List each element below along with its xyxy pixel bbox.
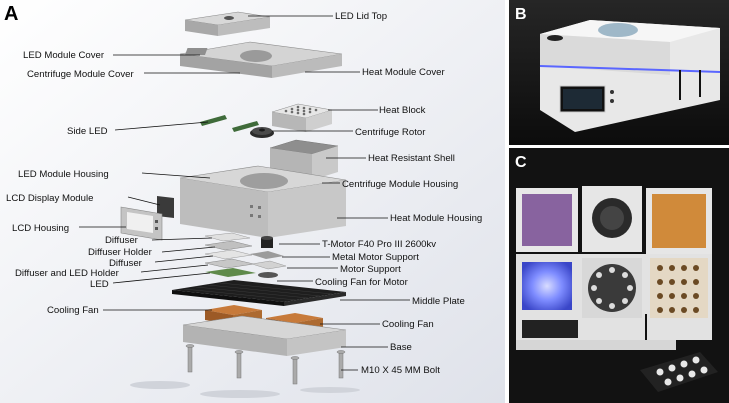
label-heat-resistant-shell: Heat Resistant Shell: [368, 153, 455, 164]
centrifuge-rotor-part: [250, 127, 274, 138]
leader-lines: [79, 15, 410, 371]
label-led-module-housing: LED Module Housing: [18, 169, 109, 180]
side-led-part: [200, 115, 259, 132]
panel-c-photo: C: [509, 148, 729, 403]
led-lid-top-part: [184, 11, 271, 36]
label-m10-bolt: M10 X 45 MM Bolt: [361, 365, 440, 376]
label-centrifuge-module-housing: Centrifuge Module Housing: [342, 179, 458, 190]
heat-block-part: [271, 103, 333, 132]
label-diffuser-led-holder: Diffuser and LED Holder: [15, 268, 120, 279]
panel-c-letter: C: [515, 154, 527, 171]
base-part: [182, 315, 347, 356]
module-housing-part: [179, 165, 347, 238]
part-labels: LED Lid Top LED Module Cover Centrifuge …: [6, 11, 482, 376]
motor-part: [250, 236, 287, 278]
label-led-lid-top: LED Lid Top: [335, 11, 387, 22]
label-cooling-fan-left: Cooling Fan: [47, 305, 99, 316]
label-cooling-fan-right: Cooling Fan: [382, 319, 434, 330]
label-base: Base: [390, 342, 412, 353]
lcd-housing-part: [120, 206, 163, 241]
label-diffuser-bottom: Diffuser: [109, 258, 143, 269]
diffuser-stack-part: [204, 232, 255, 269]
label-diffuser-holder: Diffuser Holder: [88, 247, 153, 258]
label-led-module-cover: LED Module Cover: [23, 50, 105, 61]
middle-plate-part: [172, 280, 346, 306]
label-cooling-fan-motor: Cooling Fan for Motor: [315, 277, 409, 288]
label-side-led: Side LED: [67, 126, 108, 137]
lcd-display-module-part: [157, 196, 174, 218]
label-heat-block: Heat Block: [379, 105, 426, 116]
module-covers-part: [179, 41, 343, 78]
led-board-part: [205, 268, 256, 277]
label-centrifuge-module-cover: Centrifuge Module Cover: [27, 69, 134, 80]
label-led: LED: [90, 279, 109, 290]
floor-shadows: [130, 381, 360, 398]
bolts-part: [185, 344, 346, 385]
label-metal-motor-support: Metal Motor Support: [332, 252, 419, 263]
label-lcd-display-module: LCD Display Module: [6, 193, 93, 204]
label-diffuser-top: Diffuser: [105, 235, 139, 246]
label-middle-plate: Middle Plate: [412, 296, 465, 307]
label-heat-module-cover: Heat Module Cover: [362, 67, 445, 78]
panel-b-letter: B: [515, 6, 527, 23]
label-motor-support: Motor Support: [340, 264, 401, 275]
panel-a-letter: A: [4, 3, 18, 25]
panel-b-photo: B: [509, 0, 729, 145]
label-t-motor: T-Motor F40 Pro III 2600kv: [322, 239, 436, 250]
label-centrifuge-rotor: Centrifuge Rotor: [355, 127, 426, 138]
label-lcd-housing: LCD Housing: [12, 223, 69, 234]
label-heat-module-housing: Heat Module Housing: [390, 213, 482, 224]
panel-a-exploded-view: [120, 11, 360, 398]
